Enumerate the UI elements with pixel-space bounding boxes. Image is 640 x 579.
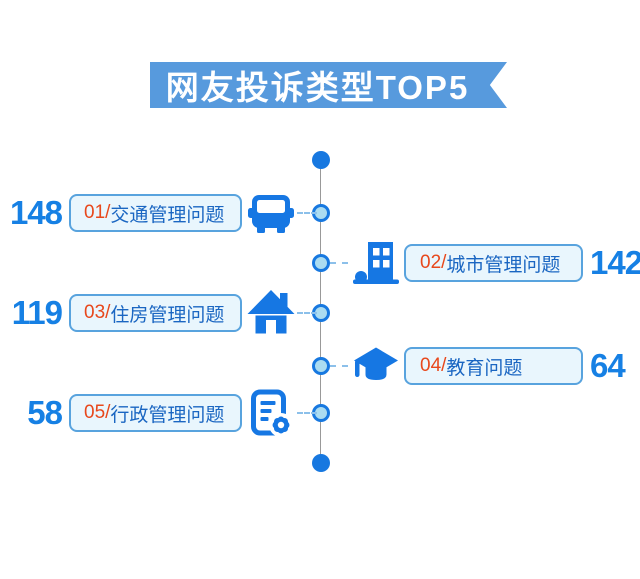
timeline-end-dot (312, 454, 330, 472)
item-5-value: 58 (27, 394, 63, 431)
item-1-label: 交通管理问题 (110, 204, 225, 226)
connector-dash (330, 262, 348, 264)
building-icon (352, 239, 400, 287)
item-3-rank: 03/ (84, 302, 111, 323)
page-title: 网友投诉类型TOP5 (165, 69, 470, 106)
item-3-value: 119 (11, 294, 63, 331)
connector-dash (297, 312, 317, 314)
house-icon (247, 289, 295, 337)
connector-dash (330, 365, 348, 367)
timeline-node-4 (312, 357, 330, 375)
item-2-value: 142 (590, 244, 640, 281)
item-4-label: 教育问题 (446, 357, 523, 379)
timeline-item-1: 148 01/交通管理问题 (8, 189, 317, 237)
connector-dash (297, 212, 317, 214)
item-4-rank: 04/ (420, 355, 447, 376)
graduation-cap-icon (352, 342, 400, 390)
item-3-label-box: 03/住房管理问题 (69, 294, 242, 332)
item-4-value: 64 (590, 347, 626, 384)
title-banner: 网友投诉类型TOP5 (150, 62, 507, 108)
item-2-label: 城市管理问题 (446, 254, 561, 276)
item-3-label: 住房管理问题 (110, 304, 225, 326)
item-5-label-box: 05/行政管理问题 (69, 394, 242, 432)
timeline-item-2: 02/城市管理问题 142 (330, 239, 640, 287)
item-1-rank: 01/ (84, 202, 111, 223)
item-1-label-box: 01/交通管理问题 (69, 194, 242, 232)
item-5-label: 行政管理问题 (110, 404, 225, 426)
timeline-item-5: 58 05/行政管理问题 (8, 389, 317, 437)
timeline-item-4: 04/教育问题 64 (330, 342, 626, 390)
item-1-value: 148 (9, 194, 63, 231)
item-2-rank: 02/ (420, 252, 447, 273)
timeline-node-2 (312, 254, 330, 272)
connector-dash (297, 412, 317, 414)
item-5-rank: 05/ (84, 402, 111, 423)
document-gear-icon (247, 389, 295, 437)
timeline-item-3: 119 03/住房管理问题 (8, 289, 317, 337)
item-2-label-box: 02/城市管理问题 (404, 244, 583, 282)
bus-icon (247, 189, 295, 237)
timeline-start-dot (312, 151, 330, 169)
item-4-label-box: 04/教育问题 (404, 347, 583, 385)
